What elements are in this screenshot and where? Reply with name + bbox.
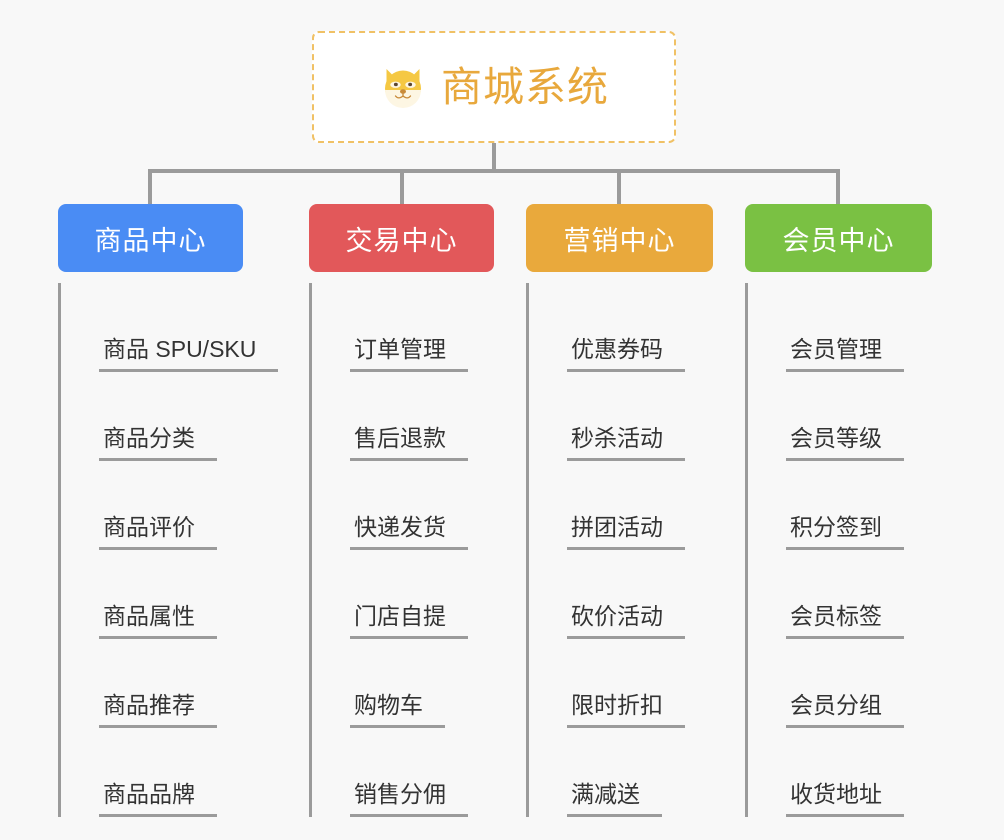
shiba-dog-face-icon	[379, 63, 427, 111]
leaf-label: 商品评价	[99, 514, 217, 550]
list-item[interactable]: 优惠券码	[542, 283, 756, 372]
list-item[interactable]: 会员等级	[761, 372, 975, 461]
leaf-label: 秒杀活动	[567, 425, 685, 461]
leaf-list-member-center: 会员管理 会员等级 积分签到 会员标签 会员分组 收货地址	[745, 283, 975, 817]
list-item[interactable]: 商品评价	[74, 461, 318, 550]
connector-root-stem	[492, 143, 496, 172]
leaf-label: 会员等级	[786, 425, 904, 461]
list-item[interactable]: 购物车	[325, 639, 539, 728]
leaf-label: 会员标签	[786, 603, 904, 639]
list-item[interactable]: 商品属性	[74, 550, 318, 639]
list-item[interactable]: 快递发货	[325, 461, 539, 550]
branch-column-product-center: 商品中心 商品 SPU/SKU 商品分类 商品评价 商品属性 商品推荐 商品品牌	[58, 204, 318, 817]
leaf-label: 拼团活动	[567, 514, 685, 550]
list-item[interactable]: 秒杀活动	[542, 372, 756, 461]
leaf-label: 商品品牌	[99, 781, 217, 817]
leaf-label: 售后退款	[350, 425, 468, 461]
list-item[interactable]: 会员标签	[761, 550, 975, 639]
leaf-label: 商品推荐	[99, 692, 217, 728]
list-item[interactable]: 收货地址	[761, 728, 975, 817]
connector-drop-3	[617, 169, 621, 204]
list-item[interactable]: 砍价活动	[542, 550, 756, 639]
leaf-label: 会员分组	[786, 692, 904, 728]
leaf-label: 门店自提	[350, 603, 468, 639]
list-item[interactable]: 售后退款	[325, 372, 539, 461]
connector-drop-4	[836, 169, 840, 204]
leaf-label: 商品分类	[99, 425, 217, 461]
connector-horizontal-bus	[148, 169, 840, 173]
leaf-label: 会员管理	[786, 336, 904, 372]
connector-drop-2	[400, 169, 404, 204]
list-item[interactable]: 门店自提	[325, 550, 539, 639]
category-header-product-center[interactable]: 商品中心	[58, 204, 243, 272]
list-item[interactable]: 会员分组	[761, 639, 975, 728]
list-item[interactable]: 拼团活动	[542, 461, 756, 550]
list-item[interactable]: 销售分佣	[325, 728, 539, 817]
leaf-label: 快递发货	[350, 514, 468, 550]
list-item[interactable]: 满减送	[542, 728, 756, 817]
list-item[interactable]: 积分签到	[761, 461, 975, 550]
category-header-marketing-center[interactable]: 营销中心	[526, 204, 713, 272]
leaf-label: 优惠券码	[567, 336, 685, 372]
leaf-list-marketing-center: 优惠券码 秒杀活动 拼团活动 砍价活动 限时折扣 满减送	[526, 283, 756, 817]
root-node-shop-system[interactable]: 商城系统	[312, 31, 676, 143]
list-item[interactable]: 商品分类	[74, 372, 318, 461]
branch-column-trade-center: 交易中心 订单管理 售后退款 快递发货 门店自提 购物车 销售分佣	[309, 204, 539, 817]
leaf-label: 收货地址	[786, 781, 904, 817]
category-header-trade-center[interactable]: 交易中心	[309, 204, 494, 272]
category-header-member-center[interactable]: 会员中心	[745, 204, 932, 272]
connector-drop-1	[148, 169, 152, 204]
list-item[interactable]: 会员管理	[761, 283, 975, 372]
leaf-label: 砍价活动	[567, 603, 685, 639]
leaf-label: 订单管理	[350, 336, 468, 372]
leaf-label: 限时折扣	[567, 692, 685, 728]
branch-column-member-center: 会员中心 会员管理 会员等级 积分签到 会员标签 会员分组 收货地址	[745, 204, 975, 817]
branch-column-marketing-center: 营销中心 优惠券码 秒杀活动 拼团活动 砍价活动 限时折扣 满减送	[526, 204, 756, 817]
list-item[interactable]: 订单管理	[325, 283, 539, 372]
leaf-label: 商品 SPU/SKU	[99, 336, 279, 372]
leaf-list-trade-center: 订单管理 售后退款 快递发货 门店自提 购物车 销售分佣	[309, 283, 539, 817]
list-item[interactable]: 商品品牌	[74, 728, 318, 817]
leaf-label: 销售分佣	[350, 781, 468, 817]
leaf-label: 满减送	[567, 781, 662, 817]
leaf-list-product-center: 商品 SPU/SKU 商品分类 商品评价 商品属性 商品推荐 商品品牌	[58, 283, 318, 817]
leaf-label: 商品属性	[99, 603, 217, 639]
list-item[interactable]: 限时折扣	[542, 639, 756, 728]
root-title: 商城系统	[441, 63, 609, 110]
list-item[interactable]: 商品推荐	[74, 639, 318, 728]
list-item[interactable]: 商品 SPU/SKU	[74, 283, 318, 372]
leaf-label: 购物车	[350, 692, 445, 728]
leaf-label: 积分签到	[786, 514, 904, 550]
